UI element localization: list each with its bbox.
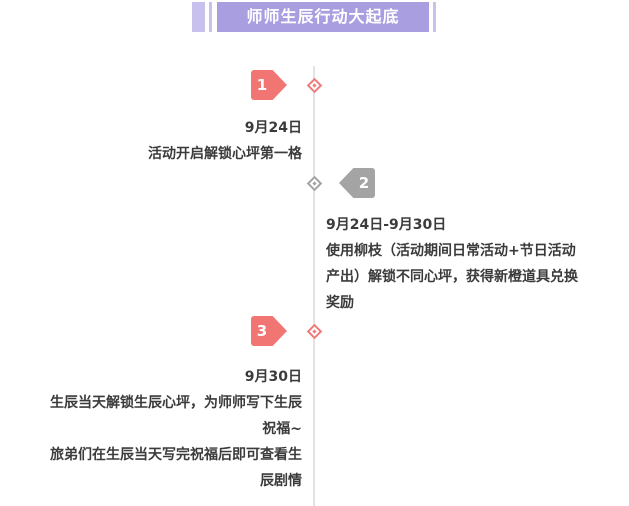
title-decoration-bar <box>433 2 436 32</box>
event-2-date: 9月24日-9月30日 <box>326 217 447 233</box>
event-2-line: 使用柳枝（活动期间日常活动+节日活动 <box>326 243 576 259</box>
event-number-badge-1: 1 <box>251 70 287 100</box>
event-1-date: 9月24日 <box>244 120 302 136</box>
timeline-diamond-icon <box>306 77 323 94</box>
event-number-1: 1 <box>256 76 268 94</box>
event-3-line: 生辰当天解锁生辰心坪，为师师写下生辰 <box>50 395 302 411</box>
event-1-text: 9月24日 活动开启解锁心坪第一格 <box>148 115 302 167</box>
event-3-line: 祝福~ <box>262 421 302 437</box>
event-1-line: 活动开启解锁心坪第一格 <box>148 146 302 162</box>
page-title: 师师生辰行动大起底 <box>217 2 429 32</box>
timeline-diamond-icon <box>306 323 323 340</box>
title-decoration-bar <box>192 2 205 32</box>
timeline-diamond-icon <box>306 175 323 192</box>
event-3-text: 9月30日 生辰当天解锁生辰心坪，为师师写下生辰 祝福~ 旅弟们在生辰当天写完祝… <box>50 364 302 494</box>
event-2-text: 9月24日-9月30日 使用柳枝（活动期间日常活动+节日活动 产出）解锁不同心坪… <box>326 212 578 316</box>
event-3-line: 旅弟们在生辰当天写完祝福后即可查看生 <box>50 447 302 463</box>
event-2-line: 产出）解锁不同心坪，获得新橙道具兑换 <box>326 269 578 285</box>
timeline-line <box>313 66 315 506</box>
event-3-line: 辰剧情 <box>260 473 302 489</box>
event-number-3: 3 <box>256 322 268 340</box>
title-banner: 师师生辰行动大起底 <box>192 2 436 32</box>
event-number-badge-3: 3 <box>251 316 287 346</box>
event-3-date: 9月30日 <box>244 369 302 385</box>
event-number-badge-2: 2 <box>339 168 375 198</box>
event-2-line: 奖励 <box>326 295 354 311</box>
event-number-2: 2 <box>358 174 370 192</box>
title-decoration-bar <box>209 2 212 32</box>
